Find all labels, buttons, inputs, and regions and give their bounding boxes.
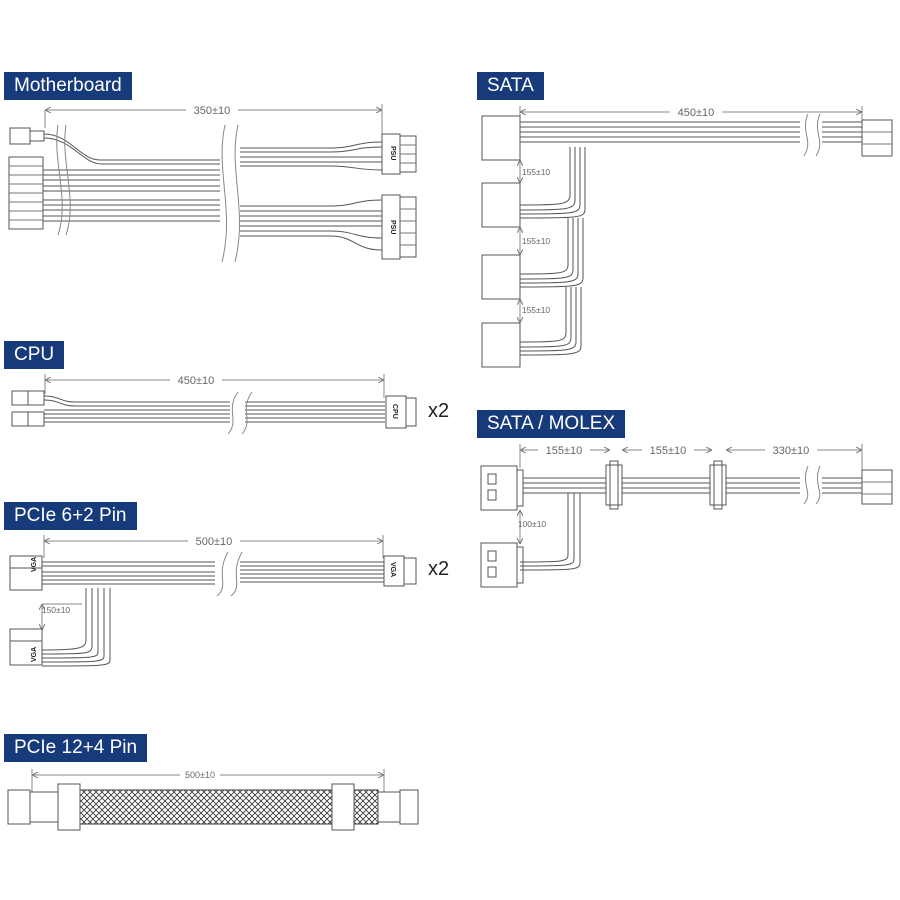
pcie62-title: PCIe 6+2 Pin <box>4 502 137 530</box>
pcie124-length-label: 500±10 <box>185 770 215 780</box>
psu-connector-label-2: PSU <box>389 220 396 234</box>
sata-molex-segment-label-2: 155±10 <box>650 445 687 457</box>
pcie124-cable <box>7 769 419 831</box>
sata-molex-segment-label-3: 330±10 <box>773 445 810 457</box>
pcie62-multiplier: x2 <box>428 558 450 580</box>
motherboard-title: Motherboard <box>4 72 132 100</box>
sata-segment-label-3: 155±10 <box>522 305 551 315</box>
sata-molex-segment-label-1: 155±10 <box>546 445 583 457</box>
motherboard-length-label: 350±10 <box>194 105 231 117</box>
cpu-title: CPU <box>4 341 65 369</box>
sata-segment-label-1: 155±10 <box>522 167 551 177</box>
psu-connector-label-1: PSU <box>389 146 396 160</box>
pcie62-length-label: 500±10 <box>196 536 233 548</box>
sata-molex-cable <box>480 444 893 588</box>
cpu-multiplier: x2 <box>428 400 450 422</box>
sata-molex-branch-length-label: 100±10 <box>518 519 547 529</box>
sata-cable <box>481 106 893 368</box>
vga-connector-label-3: VGA <box>31 647 38 662</box>
cpu-length-label: 450±10 <box>178 375 215 387</box>
sata-segment-label-2: 155±10 <box>522 236 551 246</box>
pcie62-cable <box>9 535 417 667</box>
sata-length-label: 450±10 <box>678 107 715 119</box>
cpu-cable <box>11 374 417 435</box>
pcie62-branch-length-label: 150±10 <box>42 605 71 615</box>
motherboard-cable <box>8 104 417 263</box>
vga-connector-label-2: VGA <box>389 562 396 577</box>
cpu-connector-label: CPU <box>391 404 398 419</box>
vga-connector-label-1: VGA <box>31 557 38 572</box>
pcie124-title: PCIe 12+4 Pin <box>4 734 148 762</box>
sata-molex-title: SATA / MOLEX <box>477 410 626 438</box>
sata-title: SATA <box>477 72 544 100</box>
